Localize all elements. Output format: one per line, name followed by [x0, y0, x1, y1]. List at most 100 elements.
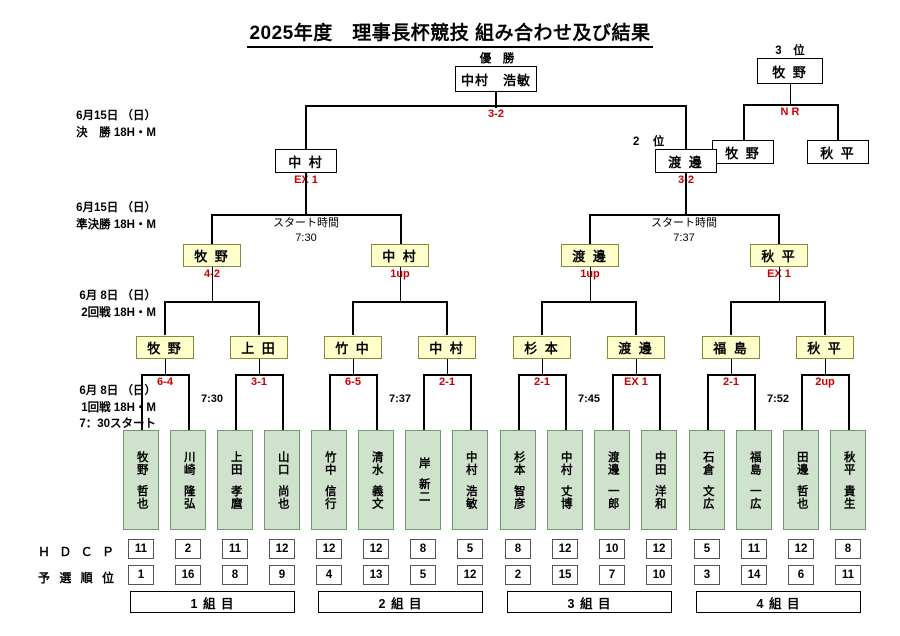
quarterfinalist-stem-7	[731, 359, 732, 374]
player-first-name-5: 信行	[323, 484, 336, 510]
round2-connector-1	[164, 301, 260, 303]
player-last-name-12: 中田	[653, 450, 666, 476]
player-last-name-13: 石倉	[701, 450, 714, 476]
page-title-text: 2025年度 理事長杯競技 組み合わせ及び結果	[247, 18, 653, 48]
quarterfinalist-box-3: 竹 中	[324, 336, 382, 359]
player-last-name-7: 岸	[417, 456, 430, 470]
player-last-name-16: 秋平	[842, 450, 855, 476]
round1-drop-4b	[470, 374, 472, 430]
group-box-3: 3 組 目	[507, 591, 672, 613]
round2-drop-3b	[635, 301, 637, 335]
player-last-name-6: 清水	[370, 450, 383, 476]
semifinal-right-start: スタート時間 7:37	[624, 216, 744, 246]
round1-connector-6	[612, 374, 661, 376]
player-first-name-8: 浩敏	[464, 484, 477, 510]
seed-rank-value-14: 14	[741, 565, 767, 585]
round1-drop-1b	[188, 374, 190, 430]
quarterfinalist-stem-6	[636, 359, 637, 374]
round-label-semifinal-detail: 準決勝 18H・M	[76, 218, 156, 231]
hdcp-value-10: 12	[552, 539, 578, 559]
round-label-round2: 6月 8日 （日） 2回戦 18H・M	[28, 288, 156, 321]
round1-drop-5b	[565, 374, 567, 430]
round1-connector-2	[235, 374, 284, 376]
quarterfinalist-box-5: 杉 本	[513, 336, 571, 359]
quarterfinalist-box-1: 牧 野	[136, 336, 194, 359]
seed-rank-value-5: 4	[316, 565, 342, 585]
finalist-left-box: 中 村	[275, 149, 337, 173]
round-label-round1-detail2: 7：30スタート	[79, 418, 156, 431]
round2-drop-4b	[824, 301, 826, 335]
hdcp-value-15: 12	[788, 539, 814, 559]
hdcp-value-3: 11	[222, 539, 248, 559]
round-label-semifinal: 6月15日 （日） 準決勝 18H・M	[28, 200, 156, 233]
champion-stem	[495, 92, 497, 108]
third-place-box: 牧 野	[757, 58, 823, 84]
semifinal-right-start-time: 7:37	[673, 231, 695, 244]
player-first-name-10: 丈博	[559, 484, 572, 510]
round2-drop-1a	[164, 301, 166, 335]
finalist-right-stem	[685, 173, 687, 215]
player-box-10: 中村 丈博	[547, 430, 583, 530]
quarterfinalist-box-7: 福 島	[702, 336, 760, 359]
third-place-stem	[790, 84, 791, 104]
player-last-name-11: 渡邊	[606, 450, 619, 476]
round1-score-8: 2up	[815, 376, 835, 388]
round1-drop-2a	[235, 374, 237, 430]
round1-drop-3a	[329, 374, 331, 430]
round1-score-4: 2-1	[439, 376, 455, 388]
third-place-right-box: 秋 平	[807, 140, 869, 164]
semifinalist-box-1: 牧 野	[183, 244, 241, 267]
hdcp-value-7: 8	[410, 539, 436, 559]
round1-score-6: EX 1	[624, 376, 648, 388]
round2-drop-2a	[352, 301, 354, 335]
round2-connector-3	[541, 301, 637, 303]
player-first-name-12: 洋和	[653, 484, 666, 510]
player-first-name-6: 義文	[370, 484, 383, 510]
player-last-name-15: 田邊	[795, 450, 808, 476]
player-last-name-4: 山口	[276, 450, 289, 476]
hdcp-value-14: 11	[741, 539, 767, 559]
quarterfinalist-box-4: 中 村	[418, 336, 476, 359]
round-label-round1: 6月 8日 （日） 1回戦 18H・M 7：30スタート	[28, 383, 156, 433]
player-first-name-2: 隆弘	[182, 484, 195, 510]
quarterfinalist-stem-5	[542, 359, 543, 374]
seed-rank-value-10: 15	[552, 565, 578, 585]
hdcp-value-8: 5	[457, 539, 483, 559]
round1-drop-7a	[707, 374, 709, 430]
third-place-score: N R	[780, 106, 800, 118]
semifinal-right-start-caption: スタート時間	[651, 217, 717, 229]
player-first-name-7: 新二	[417, 478, 430, 504]
round1-score-1: 6-4	[157, 376, 173, 388]
seed-rank-value-4: 9	[269, 565, 295, 585]
semifinalist-stem-2	[400, 267, 401, 302]
runner-up-label: 2 位	[633, 136, 666, 148]
final-connector	[305, 105, 687, 107]
player-last-name-9: 杉本	[512, 450, 525, 476]
round1-score-3: 6-5	[345, 376, 361, 388]
player-box-7: 岸 新二	[405, 430, 441, 530]
semifinal-left-start-caption: スタート時間	[273, 217, 339, 229]
player-box-1: 牧野 哲也	[123, 430, 159, 530]
round1-score-7: 2-1	[723, 376, 739, 388]
semifinal-right-drop-a	[589, 214, 591, 246]
hdcp-value-16: 8	[835, 539, 861, 559]
hdcp-value-12: 12	[646, 539, 672, 559]
player-first-name-3: 孝麿	[229, 484, 242, 510]
round-label-round1-date: 6月 8日 （日）	[79, 385, 156, 397]
semifinal-left-drop-a	[211, 214, 213, 246]
player-last-name-10: 中村	[559, 450, 572, 476]
seed-rank-value-7: 5	[410, 565, 436, 585]
round-label-semifinal-date: 6月15日 （日）	[76, 202, 156, 214]
semifinalist-stem-1	[212, 267, 213, 302]
player-box-2: 川崎 隆弘	[170, 430, 206, 530]
champion-score: 3-2	[488, 108, 504, 120]
round-label-final-detail: 決 勝 18H・M	[76, 126, 156, 139]
round-label-final: 6月15日 （日） 決 勝 18H・M	[28, 108, 156, 141]
round2-drop-2b	[446, 301, 448, 335]
champion-label: 優 勝	[479, 53, 515, 65]
player-first-name-13: 文広	[701, 484, 714, 510]
round2-drop-1b	[258, 301, 260, 335]
seed-rank-value-11: 7	[599, 565, 625, 585]
quarterfinalist-stem-4	[447, 359, 448, 374]
player-box-16: 秋平 貴生	[830, 430, 866, 530]
